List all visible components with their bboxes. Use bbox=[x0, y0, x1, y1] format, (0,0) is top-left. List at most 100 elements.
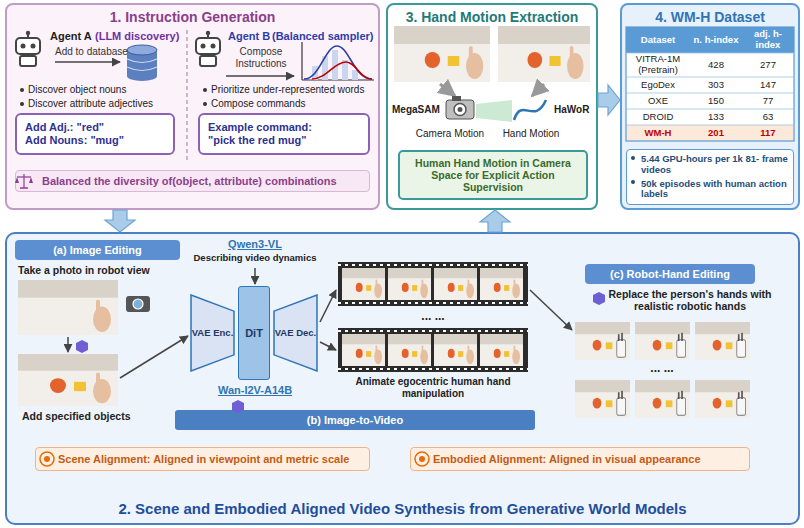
motion-band bbox=[476, 100, 512, 122]
encoder-block-outline bbox=[191, 295, 234, 371]
node-title: DiT bbox=[245, 327, 263, 340]
distribution-chart bbox=[312, 62, 372, 79]
node-title: Embodied Alignment: Aligned in visual ap… bbox=[433, 453, 701, 466]
camera-icon bbox=[133, 299, 143, 309]
bullet-dot bbox=[20, 102, 24, 106]
target-icon bbox=[415, 452, 429, 466]
target-icon bbox=[40, 452, 54, 466]
flow-arrow bbox=[320, 290, 336, 322]
distribution-chart bbox=[304, 46, 372, 79]
table-grid bbox=[626, 27, 794, 141]
photo-thumbnail bbox=[394, 26, 590, 82]
decoder-block: VAE Dec. bbox=[273, 294, 318, 372]
flow-arrow bbox=[440, 84, 455, 96]
alignment-box: Scene Alignment: Aligned in viewpoint an… bbox=[35, 447, 370, 471]
table-cell: 428 bbox=[690, 53, 742, 77]
node-title: 5.44 GPU-hours per 1k 81- frame videos bbox=[641, 154, 793, 176]
photo-thumbnail bbox=[18, 354, 118, 406]
block-arrow bbox=[105, 210, 135, 232]
distribution-chart bbox=[332, 50, 338, 80]
film-strip bbox=[338, 262, 528, 306]
camera-icon bbox=[458, 107, 463, 112]
node-title: VAE Enc. bbox=[192, 328, 234, 339]
flow-arrow bbox=[120, 336, 188, 378]
camera-icon bbox=[446, 96, 474, 119]
summary-band: Balanced the diversity of(object, attrib… bbox=[15, 170, 370, 192]
balance-icon bbox=[15, 174, 33, 188]
flow-arrow bbox=[226, 75, 294, 77]
bullet-dot bbox=[20, 88, 635, 184]
photo-thumbnail bbox=[18, 280, 118, 335]
node-title: 3. Hand Motion Extraction bbox=[388, 9, 596, 25]
film-strip bbox=[338, 264, 528, 266]
film-strip bbox=[480, 334, 523, 366]
block-arrow bbox=[480, 210, 510, 232]
robot-icon bbox=[196, 31, 220, 66]
table-grid bbox=[626, 53, 794, 141]
divider-line bbox=[187, 30, 188, 160]
table-cell: 117 bbox=[742, 125, 794, 141]
photo-thumbnail bbox=[394, 26, 490, 82]
table-cell: 277 bbox=[742, 53, 794, 77]
robot-frame bbox=[575, 322, 750, 418]
flow-arrow bbox=[254, 268, 256, 284]
model-logo bbox=[76, 340, 88, 353]
node-title: VAE Dec. bbox=[275, 328, 317, 339]
bullet-text: Discover object nouns bbox=[28, 84, 126, 96]
distribution-chart bbox=[352, 70, 358, 80]
node-title: Balanced the diversity of(object, attrib… bbox=[42, 175, 337, 188]
robot-icon bbox=[16, 31, 40, 66]
robot-frame bbox=[695, 322, 750, 360]
distribution-chart bbox=[342, 60, 348, 80]
camera-icon bbox=[126, 296, 150, 312]
table-cell: 147 bbox=[742, 77, 794, 93]
model-block: DiT bbox=[238, 286, 270, 380]
robot-frame bbox=[635, 380, 690, 418]
flow-arrow bbox=[55, 61, 120, 63]
photo-thumbnail bbox=[18, 280, 118, 406]
model-logo bbox=[232, 400, 244, 413]
database-icon bbox=[127, 45, 157, 81]
distribution-chart bbox=[302, 79, 374, 80]
robot-frame bbox=[575, 380, 630, 418]
arrow-label: Compose Instructions bbox=[226, 46, 296, 69]
method-name: MegaSAM bbox=[392, 104, 440, 116]
method-name: HaWoR bbox=[554, 104, 589, 116]
film-strip bbox=[388, 334, 431, 366]
node-title: 4. WM-H Dataset bbox=[622, 9, 798, 25]
node-title: 1. Instruction Generation bbox=[7, 9, 378, 25]
table-grid bbox=[626, 53, 794, 125]
camera-icon bbox=[126, 296, 150, 312]
bullet-dot bbox=[631, 156, 635, 160]
node-title: (c) Robot-Hand Editing bbox=[610, 268, 730, 281]
distribution-chart bbox=[301, 42, 302, 80]
flow-arrow bbox=[68, 268, 572, 378]
target-icon bbox=[44, 456, 50, 462]
film-strip bbox=[338, 302, 528, 304]
camera-icon bbox=[452, 96, 461, 101]
database-icon bbox=[127, 45, 157, 55]
robot-frame bbox=[575, 322, 630, 360]
table-cell: 303 bbox=[690, 77, 742, 93]
balance-icon bbox=[20, 187, 28, 189]
flow-arrow bbox=[532, 84, 544, 96]
film-strip bbox=[338, 368, 528, 370]
info-box: Human Hand Motion in Camera Space for Ex… bbox=[398, 150, 588, 200]
node-title: 2. Scene and Embodied Aligned Video Synt… bbox=[7, 500, 798, 517]
table-grid bbox=[626, 125, 794, 141]
target-icon bbox=[40, 452, 429, 466]
flow-arrow bbox=[440, 84, 544, 96]
film-strip bbox=[342, 334, 385, 366]
block-arrow bbox=[598, 85, 620, 115]
arrow-label: Add to database bbox=[55, 46, 128, 58]
hand-motion-curve bbox=[514, 100, 546, 120]
balance-icon bbox=[17, 176, 31, 177]
table-grid bbox=[626, 27, 794, 53]
table-cell: 77 bbox=[742, 93, 794, 109]
node-title: (b) Image-to-Video bbox=[307, 414, 403, 427]
node-text: Add Nouns: "mug" bbox=[25, 134, 173, 147]
film-strip bbox=[388, 268, 431, 300]
table-cell: EgoDex bbox=[626, 77, 690, 93]
table-cell: adj. h-index bbox=[742, 27, 794, 53]
